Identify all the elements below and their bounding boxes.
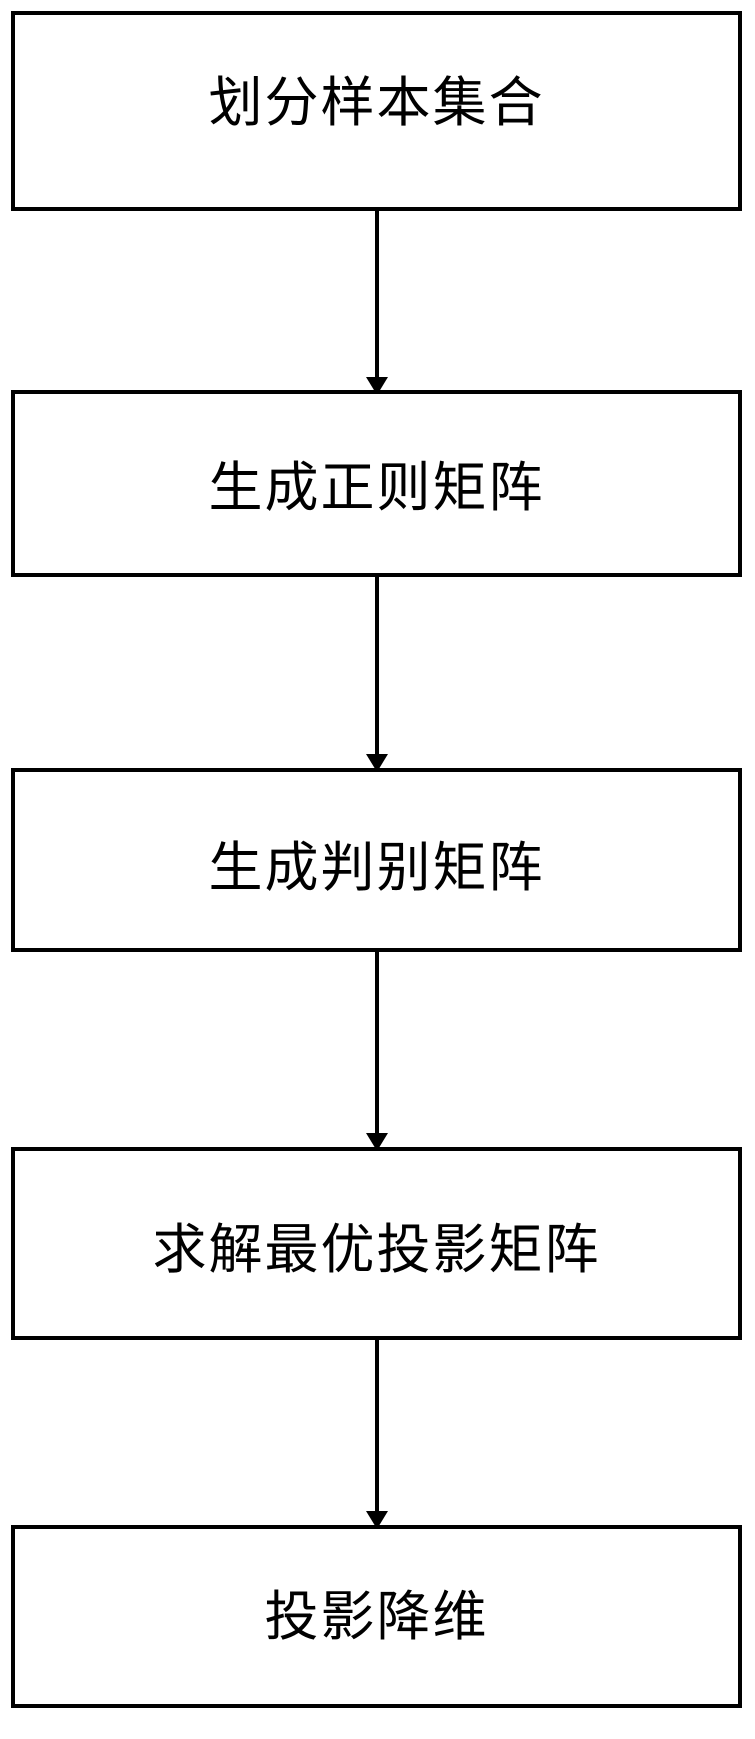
process-box-label: 生成判别矩阵 bbox=[208, 836, 545, 899]
process-box-solve-optimal-projection-matrix[interactable]: 求解最优投影矩阵 bbox=[11, 1147, 742, 1340]
process-box-label: 划分样本集合 bbox=[208, 71, 545, 134]
process-box-projection-dimension-reduction[interactable]: 投影降维 bbox=[11, 1525, 742, 1708]
process-box-label: 求解最优投影矩阵 bbox=[152, 1217, 601, 1281]
process-box-label: 投影降维 bbox=[264, 1584, 489, 1648]
process-box-generate-discriminant-matrix[interactable]: 生成判别矩阵 bbox=[11, 768, 742, 952]
process-box-divide-sample-set[interactable]: 划分样本集合 bbox=[11, 11, 742, 211]
process-box-generate-regular-matrix[interactable]: 生成正则矩阵 bbox=[11, 390, 742, 577]
process-box-label: 生成正则矩阵 bbox=[208, 455, 545, 519]
